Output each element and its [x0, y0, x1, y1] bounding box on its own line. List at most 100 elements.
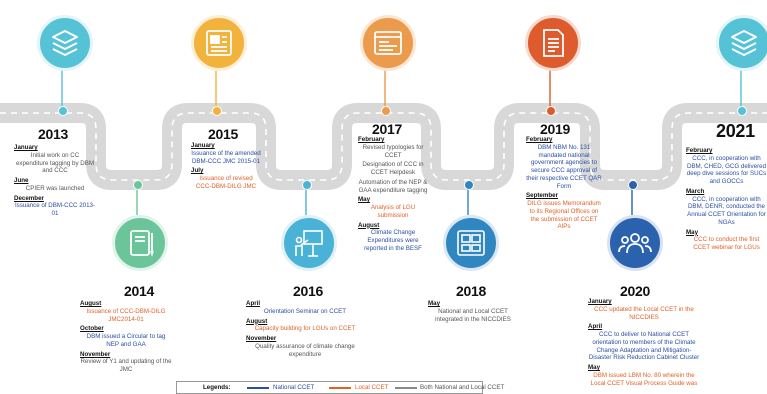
events-2019: February DBM NBM No. 131 mandated nation… [526, 134, 602, 231]
road-marker-2014 [133, 180, 143, 190]
month-label: December [14, 194, 44, 202]
month-label: February [526, 136, 553, 143]
year-2019: 2019 [540, 121, 570, 137]
events-2014: August Issuance of CCC-DBM-DILG JMC2014-… [80, 298, 172, 374]
people-group-icon [618, 233, 652, 254]
event-text: Issuance of the amended DBM-CCC JMC 2015… [191, 149, 261, 165]
legend-both-label: Both National and Local CCET [420, 384, 505, 391]
milestone-2017-circle [360, 15, 416, 71]
event-text: DBM issued LBM No. 80 wherein the Local … [590, 371, 698, 387]
month-label: April [246, 300, 261, 307]
events-2015: January Issuance of the amended DBM-CCC … [191, 140, 261, 191]
month-label: May [428, 300, 441, 307]
layers-icon [52, 30, 78, 56]
month-label: November [246, 335, 277, 342]
month-label: January [588, 298, 612, 305]
milestone-2014-circle [112, 215, 168, 271]
legend-local-label: Local CCET [355, 384, 389, 391]
month-label: June [14, 177, 29, 184]
year-2021: 2021 [716, 121, 755, 141]
month-label: October [80, 325, 104, 333]
presentation-icon [295, 230, 323, 257]
road-marker-2020 [628, 180, 638, 190]
month-label: February [358, 136, 385, 143]
legend-title: Legends: [203, 384, 231, 391]
road-marker-2013 [58, 106, 68, 116]
milestone-2020-circle [607, 215, 663, 271]
events-2018: May National and Local CCET integrated i… [428, 298, 518, 323]
month-label: September [526, 192, 558, 200]
road-marker-2015 [212, 106, 222, 116]
month-label: August [358, 221, 380, 229]
event-text: Capacity building for LGUs on CCET [254, 325, 356, 333]
event-text: CCC to conduct the first CCET webinar fo… [693, 236, 760, 251]
event-text: CPIER was launched [25, 184, 85, 192]
dashboard-icon [457, 230, 485, 256]
layers-icon [731, 30, 757, 56]
events-2016: April Orientation Seminar on CCET August… [246, 298, 364, 358]
milestone-2019-circle [525, 15, 581, 71]
month-label: April [588, 323, 603, 331]
browser-window-icon [374, 31, 402, 55]
event-text: Orientation Seminar on CCET [263, 307, 347, 315]
event-text: Designation of CCC in CCET Helpdesk [362, 161, 424, 176]
year-2020: 2020 [620, 283, 650, 299]
events-2021: February CCC, in cooperation with DBM, C… [686, 145, 767, 252]
month-label: August [246, 317, 268, 325]
year-2015: 2015 [208, 126, 238, 142]
event-text: National and Local CCET integrated in th… [435, 307, 511, 323]
events-2013: January Initial work on CC expenditure t… [14, 142, 96, 218]
event-text: CCC to deliver to National CCET orientat… [588, 331, 700, 362]
month-label: November [80, 350, 111, 358]
event-text: CCC, in cooperation with DBM, DENR, cond… [687, 195, 766, 226]
legend-local-swatch [329, 387, 351, 389]
road-marker-2019 [546, 106, 556, 116]
road-marker-2018 [464, 180, 474, 190]
event-text: CCC updated the Local CCET in the NICCDI… [594, 305, 694, 321]
event-text: Automation of the NEP & GAA expenditure … [358, 178, 428, 194]
event-text: Review of Y1 and updating of the JMC [80, 358, 172, 373]
legend: Legends: National CCET Local CCET Both N… [176, 381, 504, 394]
events-2017: February Revised typologies for CCET Des… [358, 134, 428, 253]
event-text: Issuance of CCC-DBM-DILG JMC2014-01 [86, 307, 166, 323]
month-label: May [686, 228, 699, 236]
year-2016: 2016 [293, 283, 323, 299]
milestone-2013-circle [37, 15, 93, 71]
event-text: Issuance of revised CCC-DBM-DILG JMC [195, 175, 257, 190]
legend-both-swatch [395, 387, 417, 389]
month-label: July [191, 167, 204, 175]
event-text: Revised typologies for CCET [362, 143, 424, 159]
event-text: Issuance of DBM-CCC 2013-01 [14, 202, 96, 217]
document-icon [543, 29, 564, 57]
month-label: May [358, 196, 371, 204]
legend-national-swatch [247, 387, 269, 389]
road-marker-2016 [302, 180, 312, 190]
milestone-2018-circle [443, 215, 499, 271]
month-label: March [686, 187, 705, 195]
legend-national-label: National CCET [273, 384, 315, 391]
event-text: Climate Change Expenditures were reporte… [364, 229, 422, 252]
road-marker-2021 [737, 106, 747, 116]
event-text: Initial work on CC expenditure tagging b… [15, 151, 95, 175]
month-label: January [14, 144, 38, 151]
milestone-2016-circle [281, 215, 337, 271]
month-label: August [80, 300, 102, 307]
year-2014: 2014 [124, 283, 154, 299]
notebook-icon [130, 230, 154, 257]
month-label: February [686, 147, 713, 154]
news-icon [206, 30, 232, 56]
year-2017: 2017 [372, 121, 402, 137]
milestone-2015-circle [191, 15, 247, 71]
event-text: DBM issued a Circular to tag NEP and GAA [86, 333, 166, 348]
month-label: May [588, 364, 601, 371]
month-label: January [191, 142, 215, 149]
year-2013: 2013 [38, 126, 68, 142]
road-marker-2017 [381, 106, 391, 116]
event-text: CCC, in cooperation with DBM, CHED, GCG … [686, 154, 767, 185]
event-text: DBM NBM No. 131 mandated national govern… [526, 143, 602, 190]
event-text: DILG issues Memorandum to its Regional O… [527, 200, 601, 231]
event-text: Analysis of LGU submission [370, 204, 416, 219]
events-2020: January CCC updated the Local CCET in th… [588, 296, 700, 394]
year-2018: 2018 [456, 283, 486, 299]
